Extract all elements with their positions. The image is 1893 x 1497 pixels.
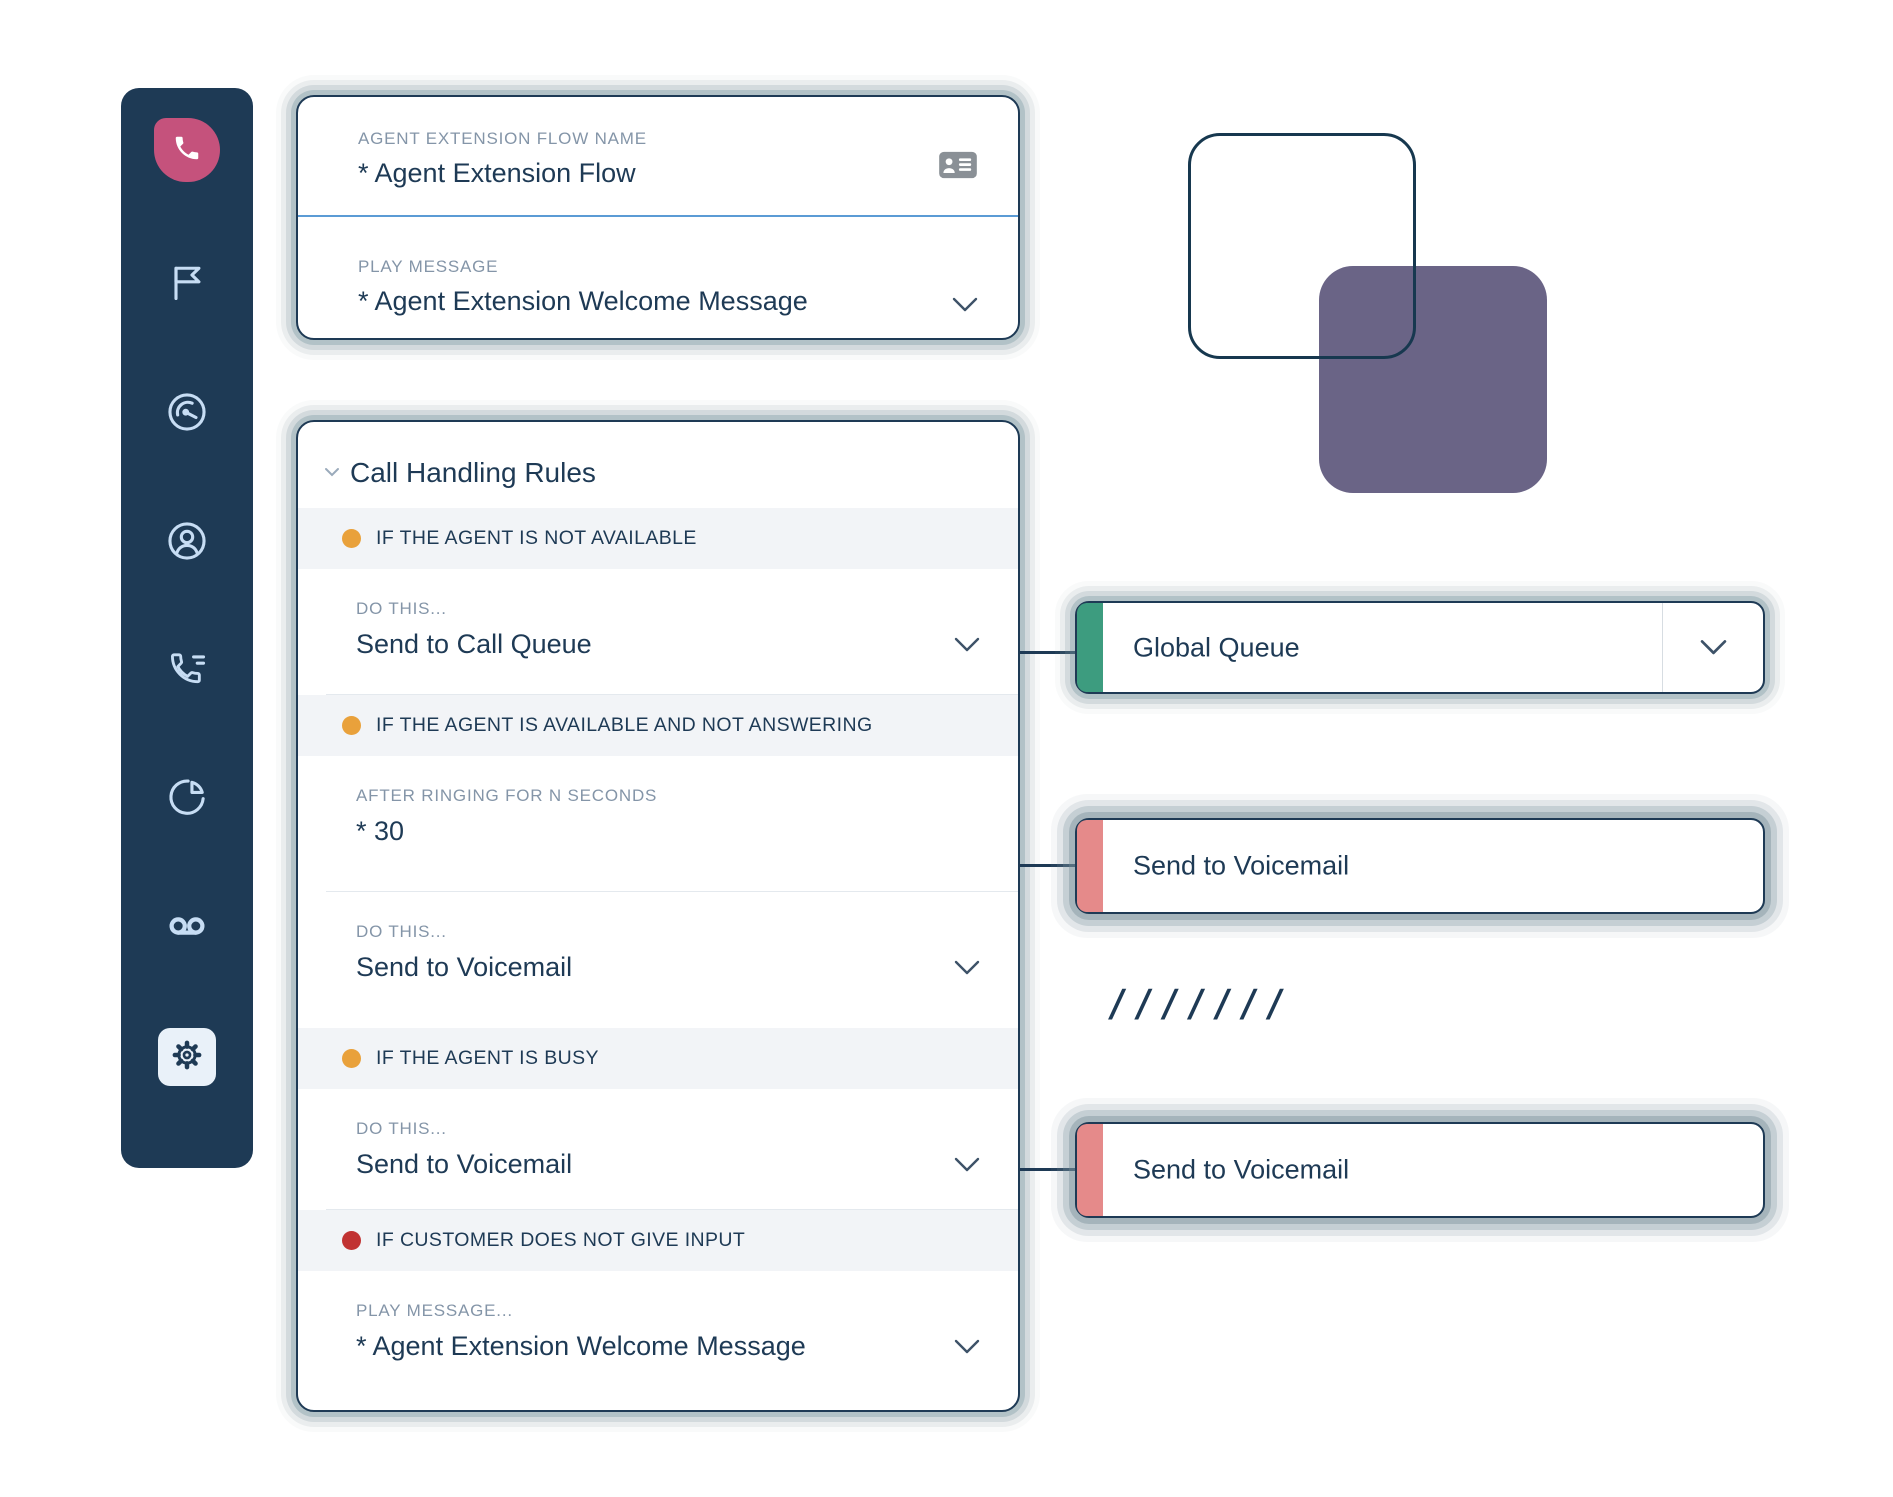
flow-name-field[interactable]: AGENT EXTENSION FLOW NAME * Agent Extens… <box>358 129 647 189</box>
collapse-chevron-down-icon[interactable] <box>324 464 340 482</box>
sidebar-item-dashboard[interactable] <box>165 390 209 439</box>
do-this-label: DO THIS... <box>356 599 447 618</box>
sidebar-item-voicemail[interactable] <box>165 904 209 953</box>
divider <box>326 891 1018 892</box>
ring-seconds-value[interactable]: * 30 <box>356 816 405 846</box>
node-accent-strip <box>1077 820 1103 912</box>
node-label: Send to Voicemail <box>1133 1154 1350 1185</box>
connector-line <box>1020 864 1077 867</box>
chevron-down-icon[interactable] <box>1700 639 1727 660</box>
decorative-hatch-marks: /////// <box>1106 982 1290 1025</box>
condition-band: IF THE AGENT IS AVAILABLE AND NOT ANSWER… <box>298 695 1018 756</box>
connector-line <box>1020 651 1077 654</box>
do-this-field[interactable]: DO THIS... Send to Call Queue <box>298 569 1018 694</box>
do-this-label: DO THIS... <box>356 922 447 941</box>
rules-card-header[interactable]: Call Handling Rules <box>298 438 1018 508</box>
play-message-value[interactable]: * Agent Extension Welcome Message <box>358 286 808 316</box>
phone-icon <box>172 133 202 168</box>
blue-divider <box>298 215 1018 217</box>
condition-band: IF THE AGENT IS BUSY <box>298 1028 1018 1089</box>
decorative-filled-square <box>1319 266 1547 493</box>
status-dot-orange <box>342 529 361 548</box>
status-dot-red <box>342 1231 361 1250</box>
sidebar <box>121 88 253 1168</box>
do-this-label: DO THIS... <box>356 1119 447 1138</box>
flow-header-card: AGENT EXTENSION FLOW NAME * Agent Extens… <box>296 95 1020 340</box>
condition-text: IF CUSTOMER DOES NOT GIVE INPUT <box>376 1229 746 1251</box>
condition-band: IF CUSTOMER DOES NOT GIVE INPUT <box>298 1210 1018 1271</box>
sidebar-item-flag[interactable] <box>165 260 209 309</box>
condition-text: IF THE AGENT IS AVAILABLE AND NOT ANSWER… <box>376 714 873 736</box>
status-dot-orange <box>342 716 361 735</box>
call-handling-rules-card: Call Handling Rules IF THE AGENT IS NOT … <box>296 420 1020 1412</box>
divider <box>326 694 1018 695</box>
node-label: Send to Voicemail <box>1133 850 1350 881</box>
global-queue-node[interactable]: Global Queue <box>1075 601 1765 694</box>
node-label: Global Queue <box>1133 632 1300 662</box>
play-message-label: PLAY MESSAGE <box>358 257 499 276</box>
node-accent-strip <box>1077 603 1103 692</box>
chevron-down-icon[interactable] <box>954 637 980 657</box>
flow-name-label: AGENT EXTENSION FLOW NAME <box>358 129 647 148</box>
condition-text: IF THE AGENT IS NOT AVAILABLE <box>376 527 697 549</box>
contact-card-icon <box>938 149 978 186</box>
gauge-icon <box>165 390 209 439</box>
chevron-down-icon[interactable] <box>954 960 980 980</box>
do-this-value[interactable]: Send to Voicemail <box>356 952 573 982</box>
pie-chart-icon <box>165 775 209 824</box>
send-to-voicemail-node[interactable]: Send to Voicemail <box>1075 1122 1765 1218</box>
node-accent-strip <box>1077 1124 1103 1216</box>
do-this-field[interactable]: DO THIS... Send to Voicemail <box>298 892 1018 1028</box>
chevron-down-icon[interactable] <box>954 1157 980 1177</box>
gear-icon <box>169 1037 205 1078</box>
do-this-field[interactable]: DO THIS... Send to Voicemail <box>298 1089 1018 1209</box>
flow-name-value[interactable]: * Agent Extension Flow <box>358 158 636 188</box>
play-message-field[interactable]: PLAY MESSAGE * Agent Extension Welcome M… <box>358 257 808 317</box>
decorative-outline-square <box>1188 133 1416 359</box>
status-dot-orange <box>342 1049 361 1068</box>
chevron-down-icon[interactable] <box>954 1339 980 1359</box>
flag-icon <box>165 260 209 309</box>
divider <box>1662 603 1663 692</box>
condition-text: IF THE AGENT IS BUSY <box>376 1047 599 1069</box>
chevron-down-icon[interactable] <box>952 297 978 317</box>
play-message-value[interactable]: * Agent Extension Welcome Message <box>356 1331 806 1361</box>
play-message-label: PLAY MESSAGE... <box>356 1301 513 1320</box>
ring-seconds-label: AFTER RINGING FOR N SECONDS <box>356 786 658 805</box>
play-message-field[interactable]: PLAY MESSAGE... * Agent Extension Welcom… <box>298 1271 1018 1399</box>
rules-card-title: Call Handling Rules <box>350 457 596 488</box>
ring-seconds-field[interactable]: AFTER RINGING FOR N SECONDS * 30 <box>298 756 1018 891</box>
sidebar-item-call-log[interactable] <box>165 647 209 696</box>
person-icon <box>165 519 209 568</box>
do-this-value[interactable]: Send to Call Queue <box>356 629 592 659</box>
connector-line <box>1020 1168 1077 1171</box>
app-logo[interactable] <box>154 118 220 182</box>
condition-band: IF THE AGENT IS NOT AVAILABLE <box>298 508 1018 569</box>
divider <box>326 1209 1018 1210</box>
sidebar-item-contacts[interactable] <box>165 519 209 568</box>
send-to-voicemail-node[interactable]: Send to Voicemail <box>1075 818 1765 914</box>
sidebar-item-reports[interactable] <box>165 775 209 824</box>
phone-lines-icon <box>165 647 209 696</box>
do-this-value[interactable]: Send to Voicemail <box>356 1149 573 1179</box>
sidebar-item-settings[interactable] <box>158 1028 216 1086</box>
voicemail-icon <box>165 904 209 953</box>
